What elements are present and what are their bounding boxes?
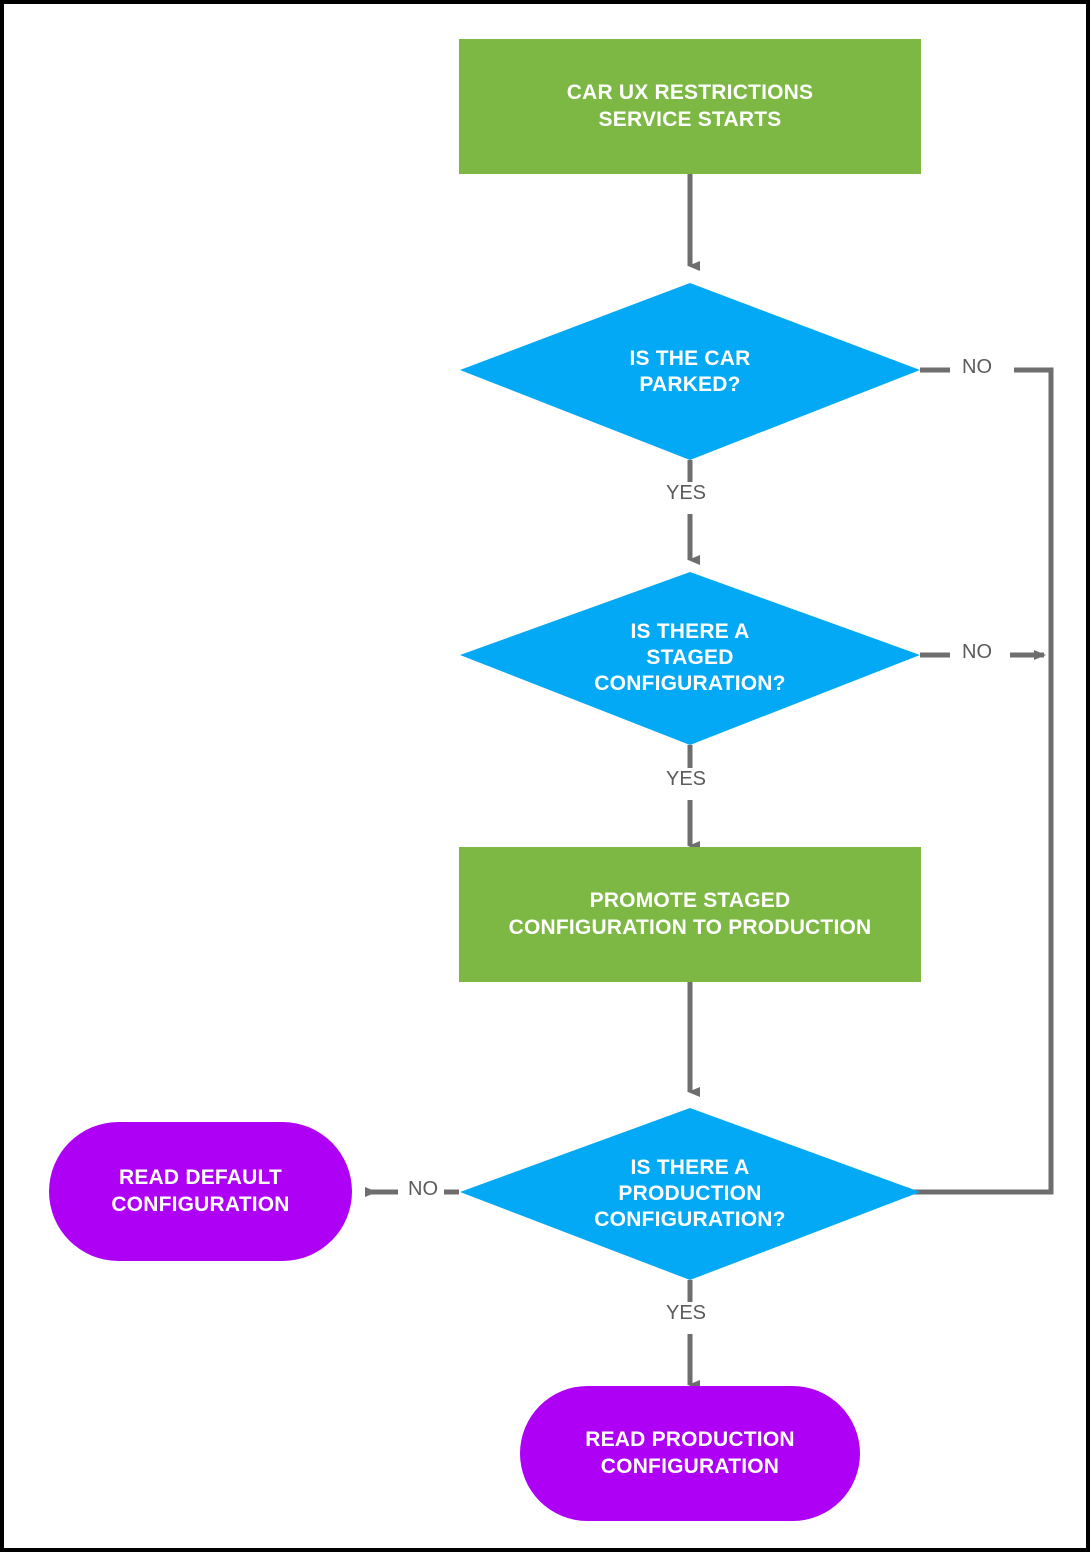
edge-car-parked-no bbox=[907, 367, 1054, 1197]
node-promote-staged-line2: CONFIGURATION TO PRODUCTION bbox=[508, 915, 872, 939]
node-read-production-line1: READ PRODUCTION bbox=[585, 1428, 795, 1452]
node-read-default[interactable]: READ DEFAULT CONFIGURATION bbox=[49, 1122, 352, 1261]
node-start[interactable]: CAR UX RESTRICTIONS SERVICE STARTS bbox=[459, 39, 921, 174]
edge-label-staged-config-no: NO bbox=[962, 641, 992, 663]
connector-layer bbox=[365, 174, 1054, 1390]
edge-label-production-config-yes: YES bbox=[666, 1302, 707, 1324]
node-production-config[interactable]: IS THERE A PRODUCTION CONFIGURATION? bbox=[530, 1134, 850, 1254]
node-staged-config-text: IS THERE A STAGED CONFIGURATION? bbox=[594, 619, 785, 698]
node-staged-config[interactable]: IS THERE A STAGED CONFIGURATION? bbox=[530, 598, 850, 718]
node-read-production[interactable]: READ PRODUCTION CONFIGURATION bbox=[520, 1386, 860, 1521]
edge-label-car-parked-yes: YES bbox=[666, 482, 707, 504]
node-start-line1: CAR UX RESTRICTIONS bbox=[566, 81, 814, 105]
node-promote-staged-line1: PROMOTE STAGED bbox=[589, 889, 791, 913]
node-production-config-text: IS THERE A PRODUCTION CONFIGURATION? bbox=[594, 1155, 785, 1234]
node-read-default-text: READ DEFAULT CONFIGURATION bbox=[111, 1165, 289, 1218]
node-read-production-text: READ PRODUCTION CONFIGURATION bbox=[585, 1427, 795, 1480]
decision-shape-production-config[interactable] bbox=[460, 1108, 920, 1280]
node-car-parked-text: IS THE CAR PARKED? bbox=[629, 346, 750, 399]
node-read-default-line1: READ DEFAULT bbox=[118, 1166, 282, 1190]
node-promote-staged-text: PROMOTE STAGED CONFIGURATION TO PRODUCTI… bbox=[509, 888, 872, 941]
node-production-config-line1: IS THERE A bbox=[630, 1155, 750, 1179]
decision-shape-staged-config[interactable] bbox=[460, 572, 920, 745]
node-production-config-line3: CONFIGURATION? bbox=[594, 1208, 786, 1232]
node-start-text: CAR UX RESTRICTIONS SERVICE STARTS bbox=[567, 80, 813, 133]
node-production-config-line2: PRODUCTION bbox=[618, 1181, 762, 1205]
node-staged-config-line2: STAGED bbox=[646, 645, 734, 669]
edge-label-staged-config-yes: YES bbox=[666, 768, 707, 790]
node-car-parked-line1: IS THE CAR bbox=[629, 346, 751, 370]
node-read-default-line2: CONFIGURATION bbox=[111, 1192, 290, 1216]
node-staged-config-line1: IS THERE A bbox=[630, 619, 750, 643]
edge-label-car-parked-no: NO bbox=[962, 356, 992, 378]
node-start-line2: SERVICE STARTS bbox=[598, 107, 782, 131]
node-promote-staged[interactable]: PROMOTE STAGED CONFIGURATION TO PRODUCTI… bbox=[459, 847, 921, 982]
decision-shape-car-parked[interactable] bbox=[460, 283, 920, 460]
node-staged-config-line3: CONFIGURATION? bbox=[594, 672, 786, 696]
edge-label-production-config-no: NO bbox=[408, 1178, 438, 1200]
node-read-production-line2: CONFIGURATION bbox=[600, 1454, 780, 1478]
node-car-parked[interactable]: IS THE CAR PARKED? bbox=[550, 313, 830, 431]
node-car-parked-line2: PARKED? bbox=[639, 373, 741, 396]
shape-layer bbox=[460, 283, 920, 1280]
